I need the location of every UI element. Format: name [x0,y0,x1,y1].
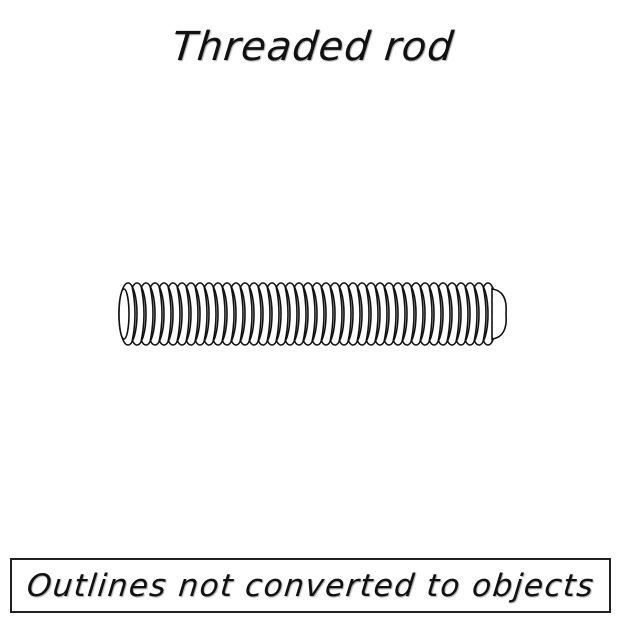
rod-end-chamfer [491,288,508,340]
caption-box: Outlines not converted to objects [10,558,611,613]
rod-threads [118,282,498,346]
caption-text: Outlines not converted to objects [24,567,597,604]
